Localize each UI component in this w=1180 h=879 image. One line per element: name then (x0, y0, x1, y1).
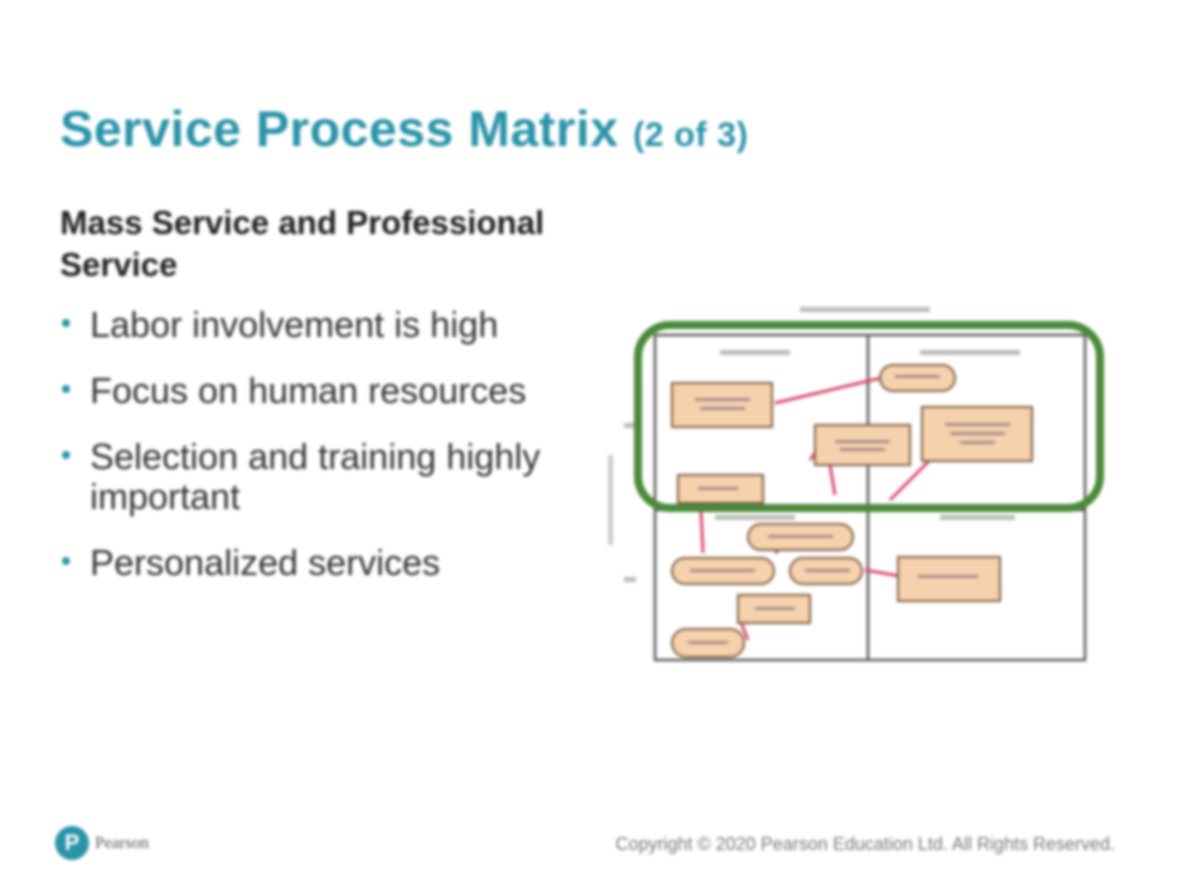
bullet-dot-icon (62, 557, 70, 565)
matrix-boxes (671, 382, 1033, 624)
box-text-strokes (688, 375, 1010, 644)
bullet-list: Labor involvement is high Focus on human… (60, 305, 600, 609)
bullet-item: Focus on human resources (60, 371, 600, 411)
title-main: Service Process Matrix (60, 101, 619, 157)
subheading: Mass Service and Professional Service (60, 204, 545, 283)
axis-tick-label-low (624, 577, 636, 582)
bullet-item: Labor involvement is high (60, 305, 600, 345)
bullet-dot-icon (62, 451, 70, 459)
matrix-box (897, 556, 1001, 602)
matrix-box (814, 424, 911, 466)
service-process-matrix-figure (608, 307, 1104, 662)
bullet-dot-icon (62, 319, 70, 327)
quadrant-label (920, 350, 1020, 355)
matrix-box (671, 382, 773, 428)
slide-title: Service Process Matrix (2 of 3) (60, 100, 748, 158)
highlight-outline (634, 321, 1104, 512)
quadrant-label (715, 515, 795, 520)
bullet-item: Selection and training highly important (60, 437, 600, 517)
logo-text: Pearson (95, 833, 149, 852)
axis-tick-label-high (624, 423, 636, 428)
quadrant-label (720, 350, 790, 355)
title-suffix: (2 of 3) (632, 116, 749, 154)
pearson-logo-icon: P (55, 826, 89, 860)
bullet-dot-icon (62, 385, 70, 393)
pearson-logo: P Pearson (55, 826, 149, 860)
figure-axis-label (608, 455, 613, 545)
quadrant-label (940, 515, 1015, 520)
figure-header-text (800, 307, 930, 312)
copyright-text: Copyright © 2020 Pearson Education Ltd. … (615, 834, 1115, 854)
bullet-item: Personalized services (60, 543, 600, 583)
